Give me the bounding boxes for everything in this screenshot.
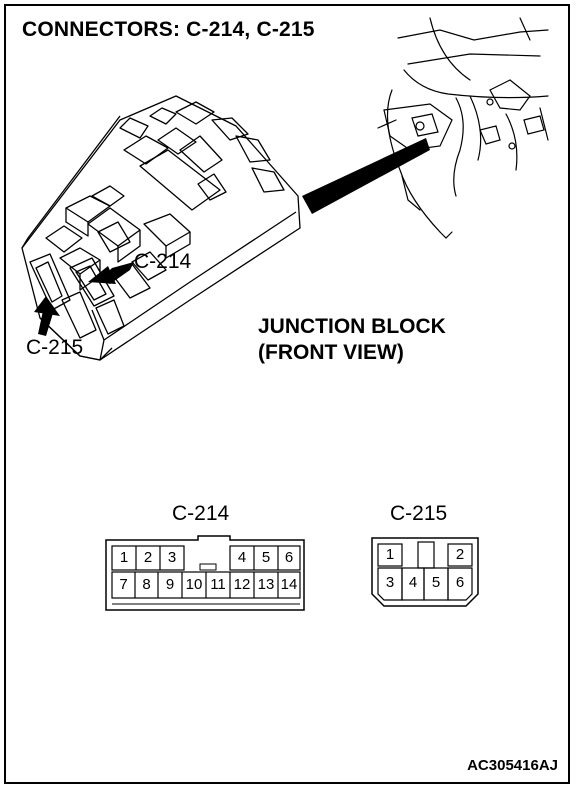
c215-pin: 5 <box>431 574 441 591</box>
c214-pin: 9 <box>165 576 175 593</box>
c214-pin: 11 <box>210 576 226 593</box>
c214-pin: 3 <box>167 549 177 566</box>
c215-pin: 1 <box>385 546 395 563</box>
connector-c214-housing <box>105 535 305 611</box>
diagram-title: CONNECTORS: C-214, C-215 <box>22 18 315 41</box>
c215-pin: 4 <box>408 574 418 591</box>
c214-pin: 7 <box>119 576 128 593</box>
c214-pin: 14 <box>280 576 298 593</box>
pointer-wedge <box>302 138 430 214</box>
junction-block-caption-line1: JUNCTION BLOCK <box>258 315 446 338</box>
dashboard-illustration <box>377 17 549 239</box>
figure-id: AC305416AJ <box>467 757 558 774</box>
junction-block-illustration <box>21 95 301 361</box>
c215-callout-label: C-215 <box>26 336 84 359</box>
c215-arrowhead <box>34 296 60 316</box>
c214-pin: 6 <box>284 549 294 566</box>
c214-pin: 8 <box>142 576 151 593</box>
c214-pin: 1 <box>119 549 129 566</box>
c214-pin: 12 <box>233 576 251 593</box>
connector-c215-housing <box>371 537 479 607</box>
c214-pin: 2 <box>143 549 153 566</box>
c214-pin: 13 <box>257 576 275 593</box>
connector-c214-title: C-214 <box>172 502 230 525</box>
c214-callout-label: C-214 <box>134 250 192 273</box>
diagram-frame <box>4 4 570 784</box>
c214-pin: 5 <box>261 549 271 566</box>
c214-pin: 4 <box>237 549 247 566</box>
c214-arrowhead <box>88 266 116 284</box>
connector-c215-title: C-215 <box>390 502 448 525</box>
junction-block-caption-line2: (FRONT VIEW) <box>258 341 404 364</box>
c215-pin: 3 <box>385 574 395 591</box>
c214-pin: 10 <box>185 576 203 593</box>
c215-pin: 2 <box>455 546 465 563</box>
c215-pin: 6 <box>455 574 465 591</box>
